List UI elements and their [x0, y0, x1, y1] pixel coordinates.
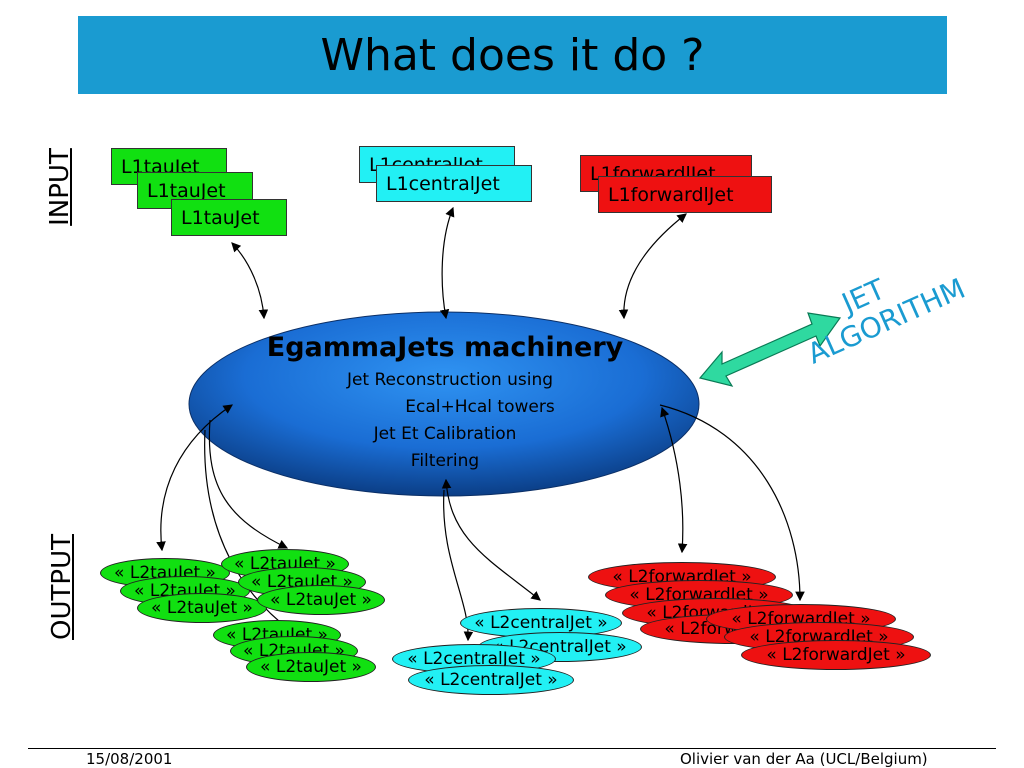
machinery-line-2: Ecal+Hcal towers [405, 397, 555, 417]
input-tau-jet-3: L1tauJet [171, 199, 287, 236]
machinery-line-1: Jet Reconstruction using [346, 370, 554, 390]
output-central-jet: « L2centralJet » [408, 665, 574, 695]
output-forward-jet: « L2forwardJet » [741, 640, 931, 670]
input-forward-jet-2: L1forwardlJet [598, 176, 772, 213]
arrow-forward-output-2 [659, 404, 805, 602]
arrow-forward-input [618, 213, 687, 320]
arrow-central-input [439, 206, 455, 320]
arrow-central-output-1 [441, 478, 541, 601]
input-central-jet-2: L1centralJet [376, 165, 532, 202]
footer-divider [28, 748, 996, 749]
jet-algorithm-arrow [698, 312, 842, 387]
arrow-forward-output-1 [660, 406, 688, 554]
output-tau-jet: « L2tauJet » [137, 593, 267, 623]
output-tau-jet: « L2tauJet » [246, 652, 376, 682]
machinery-text: EgammaJets machinery Jet Reconstruction … [190, 332, 700, 475]
arrow-tau-input [231, 242, 269, 320]
footer-author: Olivier van der Aa (UCL/Belgium) [680, 750, 928, 768]
machinery-title: EgammaJets machinery [266, 332, 624, 363]
output-tau-jet: « L2tauJet » [257, 585, 385, 615]
arrow-tau-output-2 [208, 419, 289, 549]
title-bar: What does it do ? [78, 16, 947, 94]
machinery-line-3: Jet Et Calibration [373, 424, 517, 444]
machinery-line-4: Filtering [410, 451, 480, 471]
arrow-tau-output-1 [156, 404, 233, 552]
slide-title: What does it do ? [320, 29, 705, 81]
footer-date: 15/08/2001 [86, 750, 173, 768]
